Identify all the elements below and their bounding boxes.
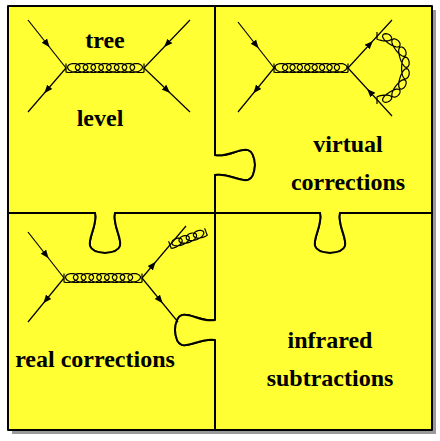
gluon-coil: [66, 64, 144, 73]
gluon-coil: [64, 274, 142, 283]
fermion-line: [144, 20, 190, 68]
fermion-line: [238, 68, 274, 112]
piece-label: virtual corrections: [268, 125, 428, 201]
puzzle-pieces: [8, 6, 432, 430]
puzzle-piece-box: tree level: [8, 6, 215, 213]
gluon-lines: [64, 32, 409, 283]
piece-label: infrared subtractions: [250, 321, 410, 397]
gluon-coil: [377, 32, 409, 104]
fermion-line: [142, 278, 178, 322]
fermion-line: [348, 68, 392, 116]
fermion-line: [28, 20, 66, 68]
piece-label: level: [77, 99, 124, 137]
fermion-line: [238, 22, 274, 68]
fermion-line: [28, 232, 64, 278]
piece-label: real corrections: [15, 340, 175, 378]
piece-label: tree: [85, 21, 125, 59]
puzzle-piece-box: real corrections: [8, 213, 215, 430]
fermion-line: [348, 20, 392, 68]
puzzle-piece: [175, 213, 432, 430]
puzzle-piece-box: virtual corrections: [215, 6, 432, 213]
gluon-coil: [274, 64, 348, 73]
fermion-line: [144, 68, 190, 112]
fermion-line: [28, 278, 64, 322]
gluon-coil: [169, 228, 208, 248]
fermion-line: [28, 68, 66, 112]
puzzle-piece-box: infrared subtractions: [215, 213, 432, 430]
fermion-line: [142, 252, 164, 278]
